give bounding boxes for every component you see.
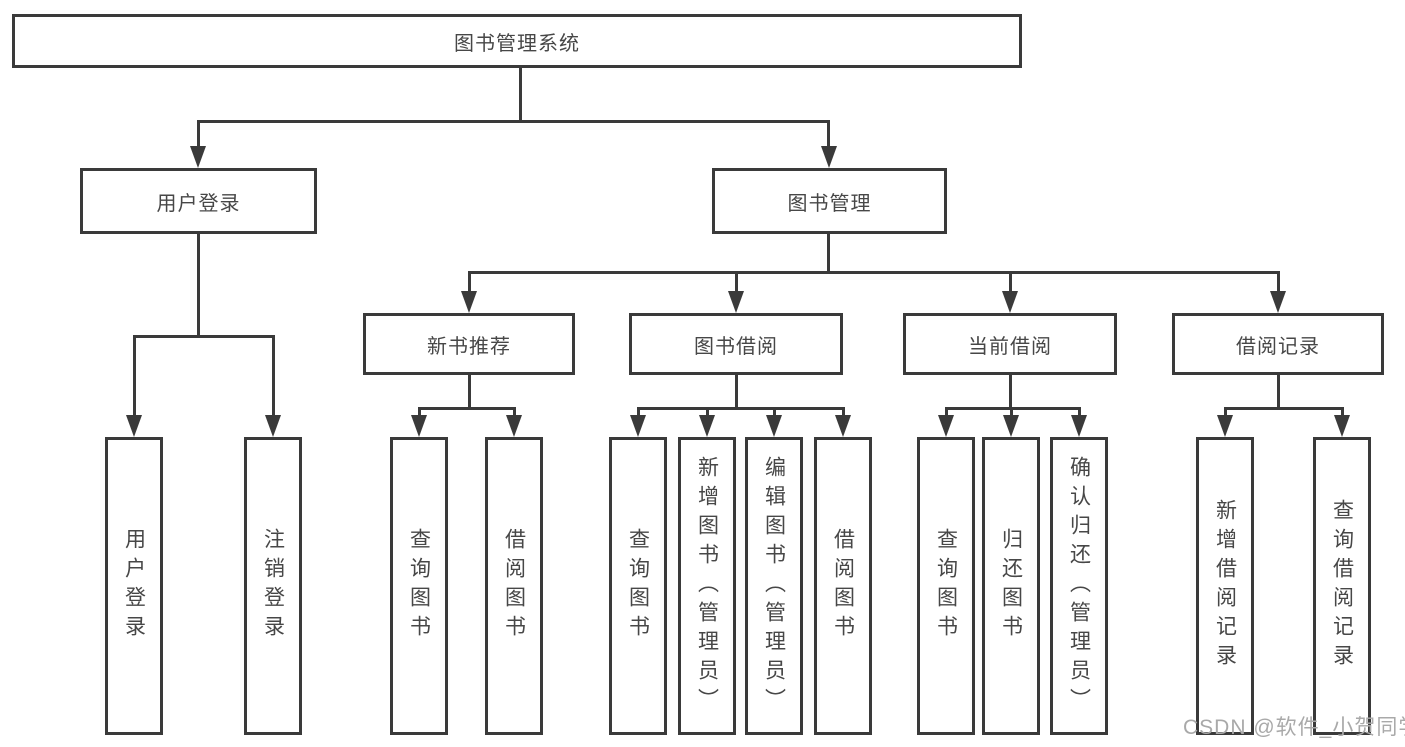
node-leaf-bb-edit-books-admin: 编辑图书（管理员） [745, 437, 803, 735]
node-new-book-recommend: 新书推荐 [363, 313, 575, 375]
connector-arrow-down [265, 415, 281, 437]
connector-line [1277, 271, 1280, 291]
node-leaf-user-login: 用户登录 [105, 437, 163, 735]
connector-line [197, 234, 200, 335]
connector-line [468, 375, 471, 407]
connector-line [735, 271, 738, 291]
connector-arrow-down [630, 415, 646, 437]
connector-line [1341, 407, 1344, 415]
node-borrowing-records: 借阅记录 [1172, 313, 1384, 375]
node-leaf-bb-borrow-books: 借阅图书 [814, 437, 872, 735]
connector-arrow-down [938, 415, 954, 437]
node-leaf-bb-query-books: 查询图书 [609, 437, 667, 735]
connector-arrow-down [728, 291, 744, 313]
node-leaf-cb-query-books: 查询图书 [917, 437, 975, 735]
connector-line [133, 335, 274, 338]
connector-line [773, 407, 776, 415]
connector-line [735, 375, 738, 407]
connector-line [827, 120, 830, 146]
connector-line [1009, 375, 1012, 407]
connector-line [468, 271, 1279, 274]
node-leaf-cb-return-books: 归还图书 [982, 437, 1040, 735]
node-leaf-nb-query-books: 查询图书 [390, 437, 448, 735]
connector-line [418, 407, 421, 415]
connector-arrow-down [126, 415, 142, 437]
connector-line [706, 407, 709, 415]
connector-arrow-down [1217, 415, 1233, 437]
connector-line [1224, 407, 1227, 415]
node-leaf-nb-borrow-books: 借阅图书 [485, 437, 543, 735]
connector-line [197, 120, 830, 123]
connector-arrow-down [835, 415, 851, 437]
connector-arrow-down [190, 146, 206, 168]
node-leaf-br-add-record: 新增借阅记录 [1196, 437, 1254, 735]
connector-arrow-down [1002, 291, 1018, 313]
node-leaf-cb-confirm-return-admin: 确认归还（管理员） [1050, 437, 1108, 735]
connector-line [945, 407, 1081, 410]
connector-line [1078, 407, 1081, 415]
connector-arrow-down [411, 415, 427, 437]
connector-line [637, 407, 845, 410]
connector-arrow-down [1003, 415, 1019, 437]
connector-arrow-down [1071, 415, 1087, 437]
connector-line [519, 68, 522, 120]
node-current-borrowing: 当前借阅 [903, 313, 1117, 375]
node-leaf-bb-add-books-admin: 新增图书（管理员） [678, 437, 736, 735]
node-library-management-system: 图书管理系统 [12, 14, 1022, 68]
connector-line [1009, 271, 1012, 291]
node-book-management: 图书管理 [712, 168, 947, 234]
connector-line [827, 234, 830, 271]
connector-arrow-down [699, 415, 715, 437]
connector-arrow-down [821, 146, 837, 168]
connector-arrow-down [1270, 291, 1286, 313]
connector-line [513, 407, 516, 415]
connector-line [637, 407, 640, 415]
connector-line [197, 120, 200, 146]
connector-line [133, 335, 136, 415]
connector-line [418, 407, 516, 410]
node-user-login: 用户登录 [80, 168, 317, 234]
connector-line [945, 407, 948, 415]
watermark: CSDN @软件_小贺同学 [1183, 716, 1405, 739]
connector-line [1277, 375, 1280, 407]
connector-arrow-down [1334, 415, 1350, 437]
node-leaf-br-query-record: 查询借阅记录 [1313, 437, 1371, 735]
connector-arrow-down [461, 291, 477, 313]
connector-line [1224, 407, 1344, 410]
connector-line [842, 407, 845, 415]
node-leaf-logout: 注销登录 [244, 437, 302, 735]
node-book-borrowing: 图书借阅 [629, 313, 843, 375]
connector-line [272, 335, 275, 415]
connector-line [1010, 407, 1013, 415]
connector-arrow-down [766, 415, 782, 437]
connector-line [468, 271, 471, 291]
connector-arrow-down [506, 415, 522, 437]
